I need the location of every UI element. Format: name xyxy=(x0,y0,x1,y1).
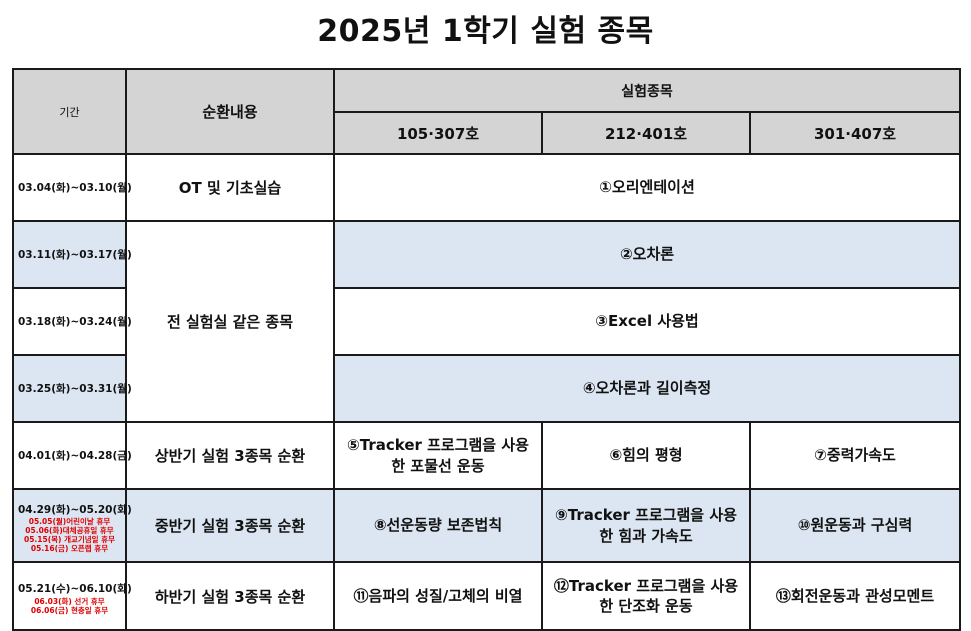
table-row: 03.25(화)~03.31(월) ④오차론과 길이측정 xyxy=(12,354,962,423)
holiday-note: 06.06(금) 현충일 휴무 xyxy=(30,605,109,615)
table-row: 04.01(화)~04.28(금) 상반기 실험 3종목 순환 ⑤Tracker… xyxy=(12,421,962,490)
period-cell: 04.01(화)~04.28(금) xyxy=(12,421,132,490)
experiment-cell: ⑪음파의 성질/고체의 비열 xyxy=(333,561,543,631)
cycle-cell: 하반기 실험 3종목 순환 xyxy=(125,561,335,631)
table-row: 03.04(화)~03.10(월) OT 및 기초실습 ①오리엔테이션 xyxy=(12,153,962,222)
experiment-cell: ⑨Tracker 프로그램을 사용 한 힘과 가속도 xyxy=(541,488,751,563)
cycle-cell: 중반기 실험 3종목 순환 xyxy=(125,488,335,563)
period-range: 04.29(화)~05.20(화) xyxy=(18,503,132,516)
table-row: 03.18(화)~03.24(월) ③Excel 사용법 xyxy=(12,287,962,356)
experiment-cell: ⑤Tracker 프로그램을 사용 한 포물선 운동 xyxy=(333,421,543,490)
cycle-header: 순환내용 xyxy=(125,68,335,155)
experiment-cell: ③Excel 사용법 xyxy=(332,287,962,356)
experiment-cell: ①오리엔테이션 xyxy=(332,153,962,222)
experiment-cell: ⑥힘의 평형 xyxy=(541,421,751,490)
room-header-row: 105·307호 212·401호 301·407호 xyxy=(13,111,962,155)
period-header: 기간 xyxy=(12,68,127,155)
table-row: 05.21(수)~06.10(화) 06.03(화) 선거 휴무 06.06(금… xyxy=(12,561,962,631)
experiment-cell: ⑩원운동과 구심력 xyxy=(748,488,962,563)
experiment-cell: ④오차론과 길이측정 xyxy=(332,354,962,423)
period-cell: 03.18(화)~03.24(월) xyxy=(12,287,132,356)
cycle-cell: OT 및 기초실습 xyxy=(125,153,335,222)
experiment-cell: ⑬회전운동과 관성모멘트 xyxy=(748,561,962,631)
period-cell: 04.29(화)~05.20(화) 05.05(월)어린이날 휴무 05.06(… xyxy=(12,488,132,563)
period-cell: 05.21(수)~06.10(화) 06.03(화) 선거 휴무 06.06(금… xyxy=(12,561,132,631)
room-header-3: 301·407호 xyxy=(748,111,962,155)
period-cell: 03.25(화)~03.31(월) xyxy=(12,354,132,423)
experiment-cell: ⑧선운동량 보존법칙 xyxy=(333,488,543,563)
period-cell: 03.11(화)~03.17(월) xyxy=(12,220,132,289)
holiday-note: 05.15(목) 개교기념일 휴무 xyxy=(23,535,115,545)
experiment-cell: ⑫Tracker 프로그램을 사용 한 단조화 운동 xyxy=(541,561,751,631)
page-title: 2025년 1학기 실험 종목 xyxy=(317,14,654,49)
experiment-schedule-table: 기간 순환내용 실험종목 105·307호 212·401호 301·407호 … xyxy=(12,68,962,631)
room-header-1: 105·307호 xyxy=(333,111,543,155)
holiday-note: 05.06(화)대체공휴일 휴무 xyxy=(25,526,114,536)
holiday-note: 05.05(월)어린이날 휴무 xyxy=(28,517,111,527)
table-row: 03.11(화)~03.17(월) 전 실험실 같은 종목 ②오차론 xyxy=(12,220,962,423)
room-header-2: 212·401호 xyxy=(541,111,751,155)
cycle-cell: 상반기 실험 3종목 순환 xyxy=(125,421,335,490)
period-range: 05.21(수)~06.10(화) xyxy=(18,583,132,596)
experiment-cell: ②오차론 xyxy=(332,220,962,289)
experiment-cell: ⑦중력가속도 xyxy=(748,421,962,490)
period-cell: 03.04(화)~03.10(월) xyxy=(12,153,132,222)
header-row: 기간 순환내용 실험종목 xyxy=(12,68,962,155)
table-row: 04.29(화)~05.20(화) 05.05(월)어린이날 휴무 05.06(… xyxy=(12,488,962,563)
experiments-header: 실험종목 xyxy=(332,68,962,113)
holiday-note: 06.03(화) 선거 휴무 xyxy=(34,596,105,606)
cycle-cell: 전 실험실 같은 종목 xyxy=(125,220,335,423)
holiday-note: 05.16(금) 오픈랩 휴무 xyxy=(30,544,109,554)
